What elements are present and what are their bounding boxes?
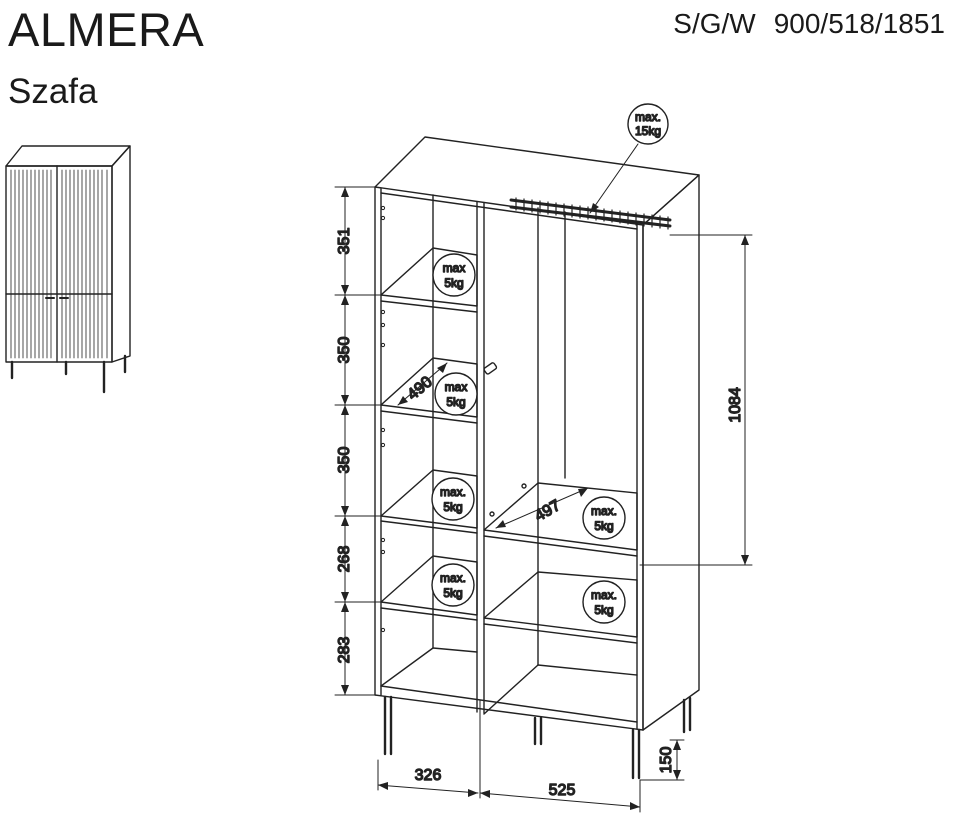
dim-depth-right: 497 xyxy=(532,497,564,525)
shelf-pin-holes xyxy=(380,205,386,633)
load-badge-rail: max. 15kg xyxy=(627,103,669,145)
badge-shelf-3-line2: 5kg xyxy=(443,500,462,514)
badge-right-shelf-2-line1: max. xyxy=(591,588,617,602)
wardrobe-top xyxy=(374,136,700,226)
dim-shelf-2: 350 xyxy=(336,337,353,364)
overall-dimensions: S/G/W 900/518/1851 xyxy=(673,8,945,40)
left-shelves xyxy=(380,247,478,621)
right-shelves xyxy=(483,482,638,644)
badge-shelf-2-line1: max xyxy=(445,380,468,394)
dim-hanging-height: 1084 xyxy=(727,387,744,423)
dim-shelf-1: 351 xyxy=(336,228,353,255)
dim-shelf-3: 350 xyxy=(336,447,353,474)
load-badge-right-shelf-1: max. 5kg xyxy=(582,496,626,540)
load-badge-right-shelf-2: max. 5kg xyxy=(582,580,626,624)
load-badge-shelf-4: max. 5kg xyxy=(431,563,475,607)
dimension-arrowheads xyxy=(341,187,749,810)
wardrobe-side-panel xyxy=(642,174,700,731)
wardrobe-legs xyxy=(383,695,692,780)
badge-shelf-4-line2: 5kg xyxy=(443,586,462,600)
badge-shelf-top-line1: max xyxy=(443,261,466,275)
hanging-rail xyxy=(509,197,672,230)
load-badge-shelf-2: max 5kg xyxy=(434,372,478,416)
wardrobe-thumbnail xyxy=(5,145,131,394)
dim-leg-height: 150 xyxy=(658,747,675,774)
dim-shelf-5: 283 xyxy=(336,637,353,664)
load-badge-shelf-top: max 5kg xyxy=(432,253,476,297)
badge-right-shelf-1-line1: max. xyxy=(591,504,617,518)
badge-shelf-top-line2: 5kg xyxy=(444,276,463,290)
dim-depth-left: 490 xyxy=(404,373,435,403)
product-type: Szafa xyxy=(8,72,98,111)
badge-rail-line1: max. xyxy=(635,110,661,124)
dim-width-left: 326 xyxy=(415,767,442,784)
badge-shelf-4-line1: max. xyxy=(440,571,466,585)
badge-shelf-3-line1: max. xyxy=(440,485,466,499)
load-badge-shelf-3: max. 5kg xyxy=(431,477,475,521)
badge-shelf-2-line2: 5kg xyxy=(446,395,465,409)
product-name: ALMERA xyxy=(8,3,205,56)
badge-rail-line2: 15kg xyxy=(635,124,661,138)
dimensions-value: 900/518/1851 xyxy=(773,8,945,39)
dimensions-label: S/G/W xyxy=(673,8,756,39)
dim-width-right: 525 xyxy=(549,782,576,799)
wardrobe-main xyxy=(374,136,700,780)
badge-right-shelf-1-line2: 5kg xyxy=(594,519,613,533)
dim-shelf-4: 268 xyxy=(336,546,353,573)
badge-right-shelf-2-line2: 5kg xyxy=(594,603,613,617)
